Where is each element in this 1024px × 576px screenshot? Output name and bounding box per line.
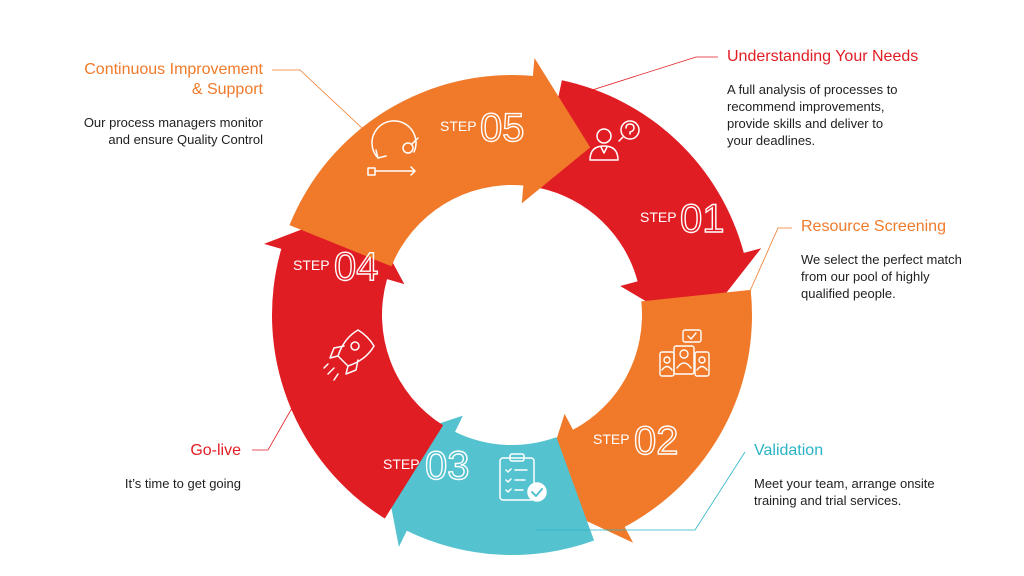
description-line: qualified people. [801,286,896,301]
step-01-description-block: Understanding Your Needs A full analysis… [727,47,997,149]
step-number: 03 [425,444,470,488]
segment-step-04 [263,206,444,519]
step-04-description-block: Go-live It’s time to get going [40,441,241,492]
step-01-label: STEP 01 [640,196,725,241]
segment-step-05 [289,57,591,267]
step-word: STEP [640,209,677,225]
description-line: training and trial services. [754,493,902,508]
cycle-process-icon [367,120,419,176]
step-05-label: STEP 05 [440,105,525,150]
step-04-description: It’s time to get going [40,475,241,492]
connector-line-step-04 [252,407,293,451]
step-01-title: Understanding Your Needs [727,48,919,65]
step-word: STEP [383,456,420,472]
step-04-label: STEP 04 [293,244,379,289]
description-line: and ensure Quality Control [108,132,263,147]
step-05-description: Our process managers monitor and ensure … [20,114,263,148]
segment-step-01 [539,80,762,332]
description-line: provide skills and deliver to [727,116,884,131]
description-line: It’s time to get going [124,476,241,491]
description-line: We select the perfect match [801,252,962,267]
step-number: 05 [480,106,525,150]
description-line: recommend improvements, [727,99,885,114]
description-line: from our pool of highly [801,269,930,284]
connector-line-step-05 [272,69,363,129]
step-01-description: A full analysis of processes to recommen… [727,81,997,149]
person-question-icon [589,120,640,161]
description-line: Meet your team, arrange onsite [754,476,935,491]
title-line: & Support [191,81,263,98]
step-05-description-block: Continuous Improvement & Support Our pro… [20,60,263,148]
step-number: 01 [680,197,725,241]
connector-line-step-02 [745,227,792,301]
step-05-title: Continuous Improvement & Support [20,60,263,100]
title-line: Continuous Improvement [84,61,263,78]
segment-step-02 [537,289,753,543]
connector-line-step-01 [566,56,718,99]
rocket-icon [323,329,375,381]
step-number: 02 [634,419,679,463]
connector-line-step-03 [536,451,746,531]
description-line: A full analysis of processes to [727,82,898,97]
step-03-label: STEP 03 [383,443,470,488]
step-04-title: Go-live [190,442,241,459]
step-word: STEP [440,118,477,134]
step-03-description-block: Validation Meet your team, arrange onsit… [754,441,1014,509]
step-03-title: Validation [754,442,824,459]
segment-step-03 [378,415,595,555]
step-word: STEP [293,257,330,273]
step-word: STEP [593,431,630,447]
step-03-description: Meet your team, arrange onsite training … [754,475,1014,509]
step-02-description-block: Resource Screening We select the perfect… [801,217,1016,302]
description-line: Our process managers monitor [83,115,263,130]
candidate-pool-icon [659,329,710,377]
step-02-title: Resource Screening [801,218,946,235]
step-number: 04 [334,245,379,289]
checklist-icon [499,453,547,502]
step-02-label: STEP 02 [593,418,679,463]
description-line: your deadlines. [727,133,816,148]
step-02-description: We select the perfect match from our poo… [801,251,1016,302]
